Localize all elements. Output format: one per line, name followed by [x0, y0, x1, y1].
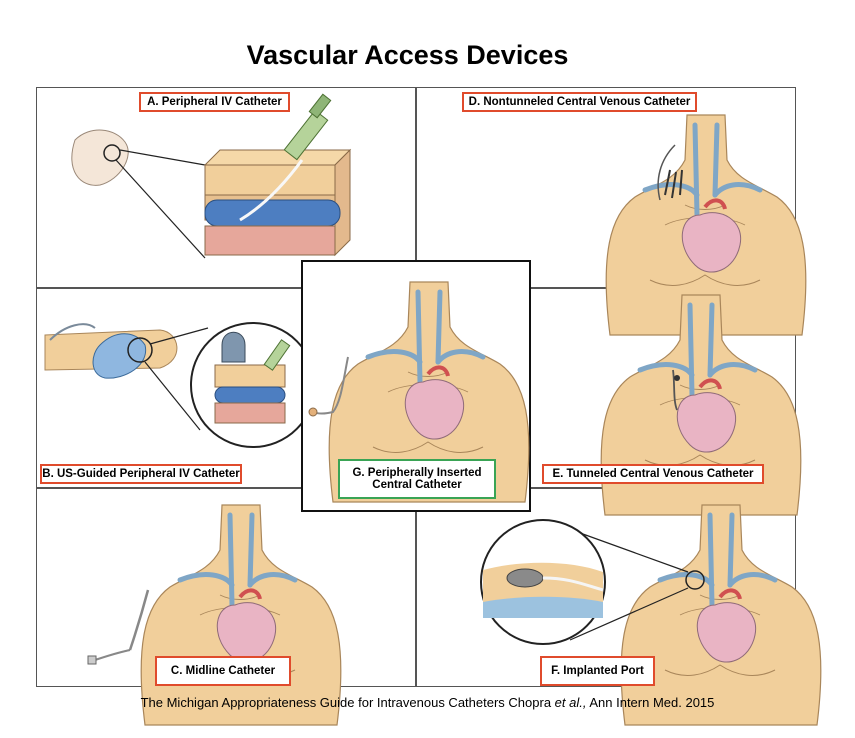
picc-illustration [308, 262, 529, 462]
page-title: Vascular Access Devices [246, 40, 569, 70]
label-midline-catheter: C. Midline Catheter [155, 656, 291, 686]
us-guided-iv-illustration [44, 322, 316, 448]
caption-italic: et al., [554, 695, 587, 710]
midline-catheter-illustration [87, 490, 412, 685]
label-tunneled-cvc: E. Tunneled Central Venous Catheter [542, 464, 764, 484]
peripheral-iv-illustration [71, 93, 352, 259]
label-peripheral-iv: A. Peripheral IV Catheter [139, 92, 290, 112]
label-picc-line2: Central Catheter [372, 479, 462, 491]
label-nontunneled-cvc: D. Nontunneled Central Venous Catheter [462, 92, 697, 112]
figure-caption: The Michigan Appropriateness Guide for I… [0, 695, 855, 710]
implanted-port-illustration [480, 490, 792, 685]
label-picc: G. Peripherally Inserted Central Cathete… [338, 459, 496, 499]
caption-main: The Michigan Appropriateness Guide for I… [140, 695, 555, 710]
label-picc-line1: G. Peripherally Inserted [352, 467, 482, 479]
caption-tail: Ann Intern Med. 2015 [586, 695, 715, 710]
tunneled-cvc-illustration [535, 290, 793, 460]
label-implanted-port: F. Implanted Port [540, 656, 655, 686]
label-us-guided-iv: B. US-Guided Peripheral IV Catheter [40, 464, 242, 484]
nontunneled-cvc-illustration [420, 90, 792, 285]
